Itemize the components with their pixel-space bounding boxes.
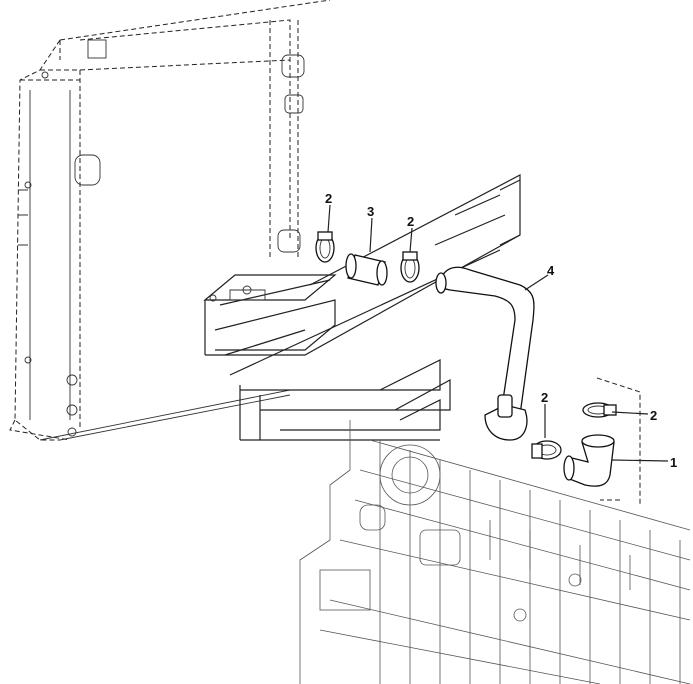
hose-clamp-b [400,251,420,283]
callout-labels: 2 3 2 4 2 2 1 [325,191,677,470]
callout-elbow: 1 [670,455,677,470]
callout-clamp-d: 2 [650,408,657,423]
charge-air-pipe [435,266,535,441]
engine-block [299,420,691,684]
hose-clamp-a [315,231,335,263]
charge-air-cooler [203,174,521,441]
radiator [9,0,331,441]
callout-pipe: 4 [547,263,555,278]
callout-clamp-b: 2 [407,214,414,229]
hose-clamp-c [531,440,562,460]
leader-lines [327,204,669,462]
callout-clamp-a: 2 [325,191,332,206]
callout-clamp-c: 2 [541,390,548,405]
hose-clamp-d [582,402,617,418]
alignment-lines [596,377,641,505]
elbow-hose [563,434,615,487]
callout-sleeve: 3 [367,204,374,219]
hose-sleeve [345,253,388,286]
